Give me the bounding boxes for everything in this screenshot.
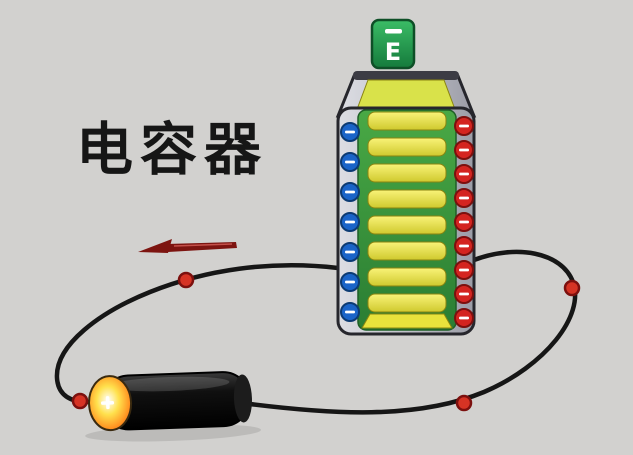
battery-terminal-plus-icon [101,396,115,410]
capacitor-plate [367,215,447,235]
electron-dot [455,394,473,412]
page-title: 电容器 [76,117,268,183]
charge-icon [454,236,474,256]
charge-icon [340,122,360,142]
left-charge-column [340,122,360,322]
charge-icon [340,302,360,322]
battery-right-cap [233,374,252,423]
circuit-wire-right [247,249,578,415]
terminal-badge: E [370,18,416,70]
capacitor: E [335,18,477,336]
electron-dot [177,271,195,289]
charge-icon [454,260,474,280]
charge-icon [454,164,474,184]
charge-icon [454,308,474,328]
charge-icon [454,188,474,208]
terminal-top-bar [385,29,402,34]
charge-icon [454,116,474,136]
terminal-label: E [385,38,401,66]
current-arrow-icon [138,239,237,253]
capacitor-plates [367,111,447,313]
battery [85,371,262,442]
charge-icon [340,212,360,232]
capacitor-plate [367,293,447,313]
circuit-wire-left [54,263,341,405]
wire-electrons [71,271,581,412]
capacitor-neck-rim [353,71,459,80]
charge-icon [340,242,360,262]
charge-icon [454,212,474,232]
battery-body-highlight [109,376,230,392]
electron-dot [71,392,89,410]
capacitor-bottom-electrode [361,313,453,329]
right-charge-column [454,116,474,328]
charge-icon [340,272,360,292]
charge-icon [340,152,360,172]
capacitor-plate [367,189,447,209]
electron-dot [563,279,581,297]
charge-icon [454,284,474,304]
charge-icon [340,182,360,202]
capacitor-plate [367,137,447,157]
charge-icon [454,140,474,160]
capacitor-plate [367,163,447,183]
capacitor-plate [367,111,447,131]
capacitor-plate [367,267,447,287]
capacitor-plate [367,241,447,261]
